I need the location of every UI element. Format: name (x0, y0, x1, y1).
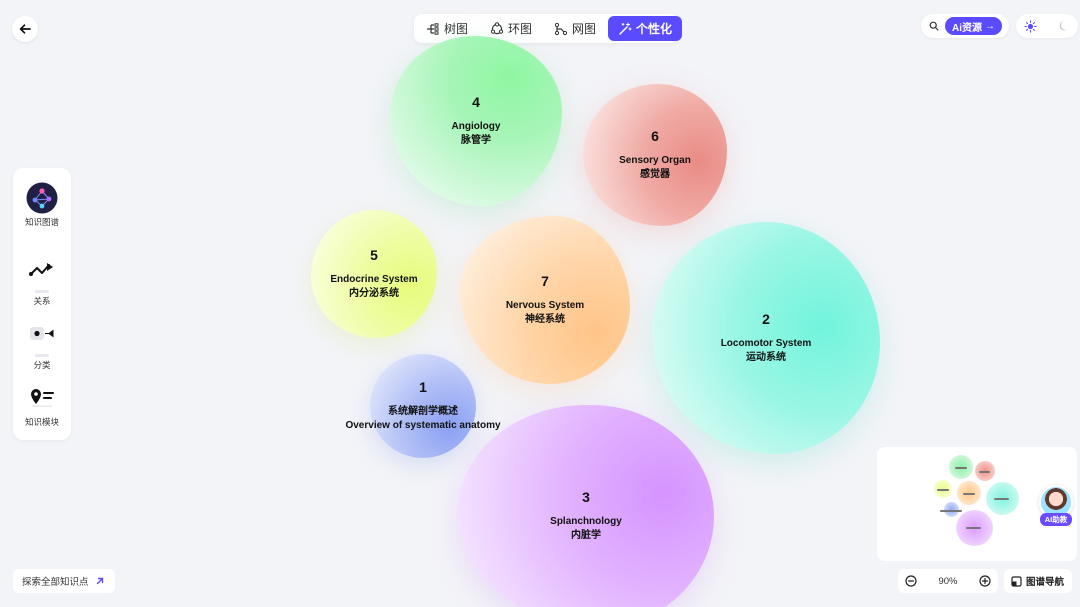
assistant-label: AI助教 (1039, 513, 1073, 526)
explore-all-button[interactable]: 探索全部知识点 (13, 569, 115, 593)
node-systematic-anatomy-overview[interactable]: 1 系统解剖学概述 Overview of systematic anatomy (345, 354, 501, 458)
minimap-label (937, 489, 949, 491)
tab-tree-label: 树图 (444, 22, 469, 36)
minus-circle-icon (905, 575, 917, 587)
graph-navigation-button[interactable]: 图谱导航 (1004, 569, 1072, 593)
node-number: 1 (419, 379, 427, 395)
minimap-label (955, 467, 967, 469)
node-title-en: Sensory Organ (619, 155, 691, 166)
sidebar-item-categories[interactable]: 分类 (13, 318, 71, 371)
minimap[interactable] (877, 447, 1077, 561)
arrow-right-icon: → (985, 20, 995, 32)
node-number: 2 (762, 311, 770, 327)
node-number: 6 (651, 128, 659, 144)
node-title-zh: 内分泌系统 (349, 288, 399, 299)
sidebar-item-label: 知识图谱 (24, 217, 59, 227)
node-title-en: Endocrine System (330, 274, 418, 285)
sidebar-item-label: 知识模块 (24, 417, 59, 427)
theme-toggle[interactable] (1016, 14, 1078, 38)
minimap-label (994, 498, 1009, 500)
zoom-in-button[interactable] (978, 574, 992, 588)
tab-network[interactable]: 网图 (544, 16, 606, 41)
node-nervous-system[interactable]: 7 Nervous System 神经系统 (460, 216, 630, 384)
tab-ring-label: 环图 (508, 22, 533, 36)
sidebar-item-label: 关系 (33, 296, 51, 306)
node-title-en: Splanchnology (550, 516, 622, 527)
minimap-label (979, 471, 990, 473)
zoom-control: 90% (898, 569, 998, 593)
node-sensory-organ[interactable]: 6 Sensory Organ 感觉器 (583, 84, 727, 226)
node-title-en: Locomotor System (720, 338, 812, 349)
search-icon[interactable] (929, 21, 939, 31)
arrow-left-icon (19, 24, 31, 34)
arrow-up-right-icon (96, 577, 103, 585)
magic-wand-icon (619, 21, 632, 35)
category-icon (26, 318, 58, 350)
sidebar-divider (35, 354, 49, 357)
back-button[interactable] (12, 16, 38, 42)
tab-network-label: 网图 (572, 22, 597, 36)
zoom-out-button[interactable] (904, 574, 918, 588)
tab-tree[interactable]: 树图 (416, 16, 478, 41)
tab-personalized-label: 个性化 (636, 22, 673, 36)
tab-ring[interactable]: 环图 (480, 16, 542, 41)
left-sidebar: 知识图谱 关系 分类 (13, 168, 71, 440)
node-title-en: Angiology (451, 121, 501, 132)
node-angiology[interactable]: 4 Angiology 脉管学 (390, 36, 562, 206)
node-title-zh: 神经系统 (525, 314, 565, 325)
node-number: 4 (472, 94, 480, 110)
graph-navigation-label: 图谱导航 (1026, 577, 1065, 588)
node-title-zh: 脉管学 (461, 135, 491, 146)
sidebar-divider (35, 290, 49, 293)
ai-resource-button[interactable]: Ai资源 → (945, 17, 1002, 35)
ring-icon (490, 21, 504, 34)
search-group: Ai资源 → (921, 14, 1009, 38)
sun-icon[interactable] (1024, 19, 1037, 33)
network-icon (554, 22, 568, 35)
node-title-en: Overview of systematic anatomy (345, 420, 501, 431)
node-endocrine-system[interactable]: 5 Endocrine System 内分泌系统 (311, 210, 437, 338)
navigation-map-icon (1011, 575, 1022, 587)
node-number: 5 (370, 247, 378, 263)
zoom-level: 90% (938, 575, 958, 587)
node-title-zh: 系统解剖学概述 (388, 406, 458, 417)
tree-icon (427, 22, 439, 35)
node-title-en: Nervous System (505, 300, 585, 311)
explore-all-label: 探索全部知识点 (22, 577, 89, 588)
node-title-zh: 感觉器 (640, 169, 670, 180)
node-title-zh: 内脏学 (571, 530, 601, 541)
tab-personalized[interactable]: 个性化 (608, 16, 683, 41)
minimap-label (966, 527, 981, 529)
ai-resource-label: Ai资源 (952, 22, 982, 34)
node-title-zh: 运动系统 (746, 352, 786, 363)
node-splanchnology[interactable]: 3 Splanchnology 内脏学 (458, 405, 714, 607)
sidebar-item-label: 分类 (33, 360, 51, 370)
node-locomotor-system[interactable]: 2 Locomotor System 运动系统 (652, 222, 880, 454)
sidebar-item-knowledge-graph[interactable]: 知识图谱 (13, 182, 71, 228)
node-number: 3 (582, 489, 590, 505)
plus-circle-icon (979, 575, 991, 587)
sidebar-item-knowledge-modules[interactable]: 知识模块 (13, 382, 71, 428)
minimap-label (940, 510, 962, 512)
node-number: 7 (541, 273, 549, 289)
moon-icon[interactable] (1058, 20, 1070, 32)
minimap-node (944, 502, 959, 517)
ai-assistant-button[interactable]: AI助教 (1034, 485, 1078, 535)
sidebar-item-relations[interactable]: 关系 (13, 254, 71, 307)
minimap-label (963, 493, 975, 495)
location-pin-icon (26, 382, 58, 414)
knowledge-graph-icon (26, 182, 58, 214)
relation-icon (26, 254, 58, 286)
